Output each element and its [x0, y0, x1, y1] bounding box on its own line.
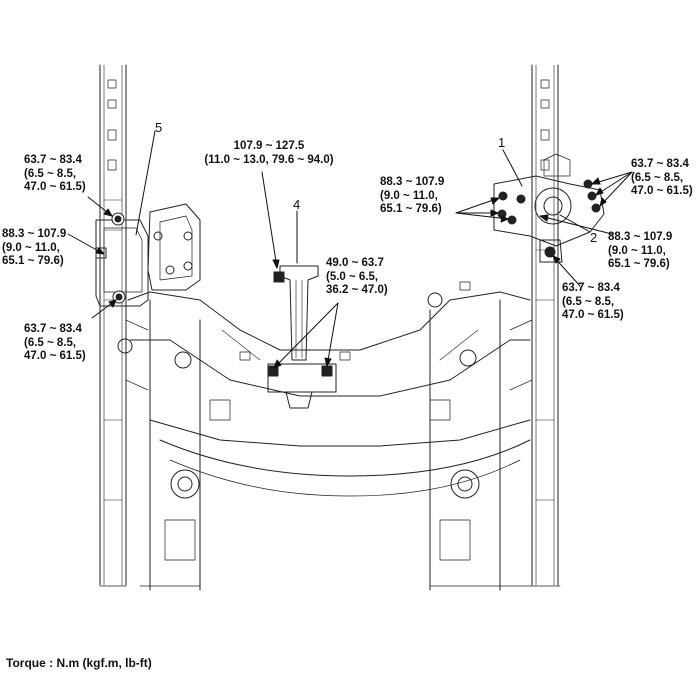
torque-label-mount4: 49.0 ~ 63.7 (5.0 ~ 6.5, 36.2 ~ 47.0) — [326, 257, 388, 297]
left-mount-bracket — [95, 203, 201, 307]
callout-1: 1 — [498, 135, 506, 150]
torque-label-right-upper: 63.7 ~ 83.4 (6.5 ~ 8.5, 47.0 ~ 61.5) — [631, 158, 693, 198]
right-mount-assembly — [493, 153, 605, 263]
torque-unit-footer: Torque : N.m (kgf.m, lb-ft) — [6, 656, 152, 670]
right-side-rail — [531, 64, 559, 586]
torque-label-right-mid-left: 88.3 ~ 107.9 (9.0 ~ 11.0, 65.1 ~ 79.6) — [380, 176, 445, 216]
torque-label-left-upper: 63.7 ~ 83.4 (6.5 ~ 8.5, 47.0 ~ 61.5) — [24, 154, 86, 194]
callout-5: 5 — [155, 120, 163, 135]
leader-lines — [67, 130, 633, 369]
callout-4: 4 — [293, 197, 301, 212]
torque-label-top-center: 107.9 ~ 127.5 (11.0 ~ 13.0, 79.6 ~ 94.0) — [204, 140, 334, 166]
torque-label-left-lower: 63.7 ~ 83.4 (6.5 ~ 8.5, 47.0 ~ 61.5) — [24, 323, 86, 363]
torque-label-right-lower: 63.7 ~ 83.4 (6.5 ~ 8.5, 47.0 ~ 61.5) — [562, 282, 624, 322]
torque-label-right-mid-right: 88.3 ~ 107.9 (9.0 ~ 11.0, 65.1 ~ 79.6) — [608, 231, 673, 271]
torque-label-left-mid: 88.3 ~ 107.9 (9.0 ~ 11.0, 65.1 ~ 79.6) — [2, 228, 67, 268]
left-side-rail — [99, 64, 127, 586]
front-subframe — [99, 281, 561, 591]
callout-2: 2 — [590, 230, 598, 245]
